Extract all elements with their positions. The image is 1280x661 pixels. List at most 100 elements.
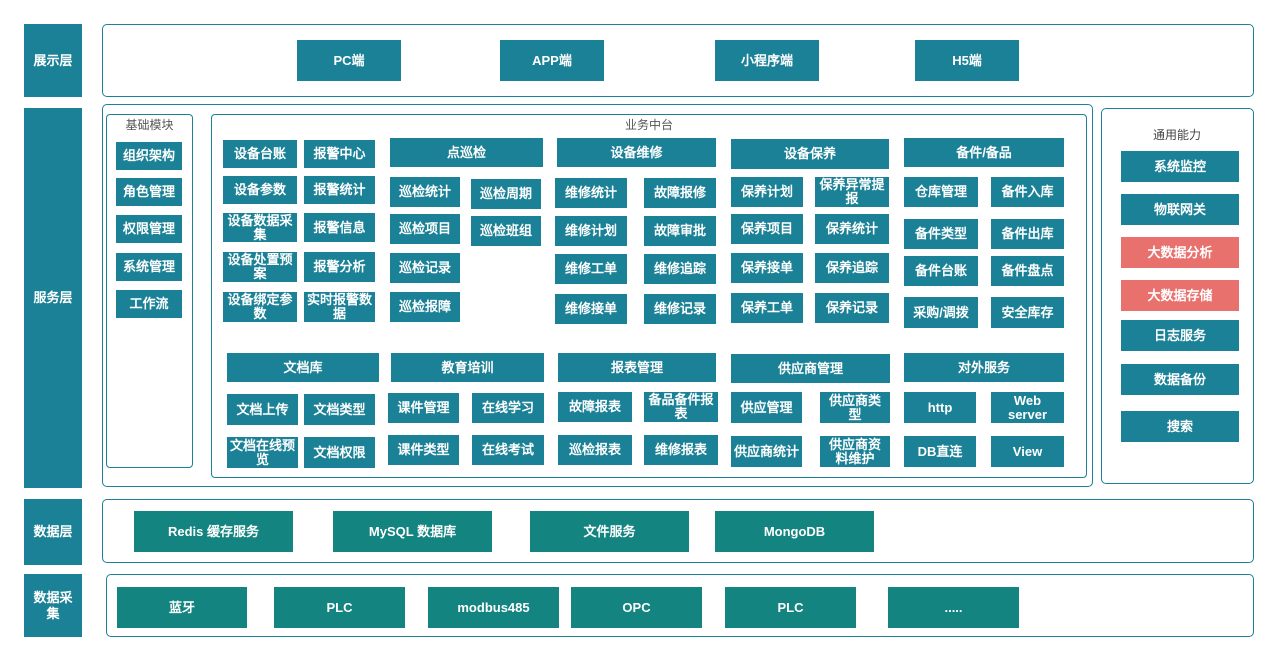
- training-item: 课件管理: [388, 393, 459, 423]
- maintenance-item: 保养统计: [815, 214, 889, 244]
- base-module-panel: 基础模块 组织架构 角色管理 权限管理 系统管理 工作流: [106, 114, 193, 468]
- spares-item: 备件出库: [991, 219, 1064, 249]
- maintenance-header: 设备保养: [731, 139, 889, 169]
- collection-panel: 蓝牙 PLC modbus485 OPC PLC .....: [106, 574, 1254, 637]
- data-item: MongoDB: [715, 511, 874, 552]
- common-item: 日志服务: [1121, 320, 1239, 351]
- reports-item: 巡检报表: [558, 435, 632, 465]
- spares-header: 备件/备品: [904, 138, 1064, 167]
- suppliers-header: 供应商管理: [731, 354, 890, 383]
- reports-item: 故障报表: [558, 392, 632, 422]
- business-item: 报警统计: [304, 176, 375, 204]
- common-item: 物联网关: [1121, 194, 1239, 225]
- training-item: 在线考试: [472, 435, 544, 465]
- repair-item: 维修追踪: [644, 254, 716, 284]
- business-item: 报警分析: [304, 252, 375, 282]
- business-item: 设备绑定参数: [223, 292, 297, 322]
- suppliers-item: 供应管理: [731, 392, 802, 423]
- business-item: 设备处置预案: [223, 252, 297, 282]
- collection-item: 蓝牙: [117, 587, 247, 628]
- repair-item: 维修统计: [555, 178, 627, 208]
- training-header: 教育培训: [391, 353, 544, 382]
- business-title: 业务中台: [624, 118, 673, 132]
- data-item: 文件服务: [530, 511, 689, 552]
- base-module-item: 组织架构: [116, 142, 182, 170]
- data-item: MySQL 数据库: [333, 511, 492, 552]
- base-module-item: 工作流: [116, 290, 182, 318]
- base-module-title: 基础模块: [125, 118, 174, 132]
- presentation-item: H5端: [915, 40, 1019, 81]
- suppliers-item: 供应商资料维护: [820, 436, 890, 467]
- docs-item: 文档类型: [304, 394, 375, 425]
- spares-item: 备件类型: [904, 219, 978, 249]
- repair-item: 维修工单: [555, 254, 627, 284]
- external-item: Web server: [991, 392, 1064, 423]
- business-item: 设备数据采集: [223, 213, 297, 242]
- repair-item: 维修计划: [555, 216, 627, 246]
- spares-item: 采购/调拨: [904, 297, 978, 328]
- reports-item: 备品备件报表: [644, 392, 718, 422]
- spares-item: 备件入库: [991, 177, 1064, 207]
- presentation-panel: PC端 APP端 小程序端 H5端: [102, 24, 1254, 97]
- common-item: 系统监控: [1121, 151, 1239, 182]
- external-item: http: [904, 392, 976, 423]
- maintenance-item: 保养接单: [731, 253, 803, 283]
- inspection-header: 点巡检: [390, 138, 543, 167]
- common-item: 数据备份: [1121, 364, 1239, 395]
- common-item: 搜索: [1121, 411, 1239, 442]
- maintenance-item: 保养工单: [731, 293, 803, 323]
- spares-item: 安全库存: [991, 297, 1064, 328]
- presentation-item: 小程序端: [715, 40, 819, 81]
- maintenance-item: 保养异常提报: [815, 177, 889, 207]
- docs-header: 文档库: [227, 353, 379, 382]
- training-item: 在线学习: [472, 393, 544, 423]
- reports-item: 维修报表: [644, 435, 718, 465]
- suppliers-item: 供应商类型: [820, 392, 890, 423]
- maintenance-item: 保养项目: [731, 214, 803, 244]
- business-item: 设备参数: [223, 176, 297, 204]
- inspection-item: 巡检周期: [471, 179, 541, 209]
- common-panel: 通用能力 系统监控 物联网关 大数据分析 大数据存储 日志服务 数据备份 搜索: [1101, 108, 1254, 484]
- inspection-item: 巡检记录: [390, 253, 460, 283]
- business-item: 报警中心: [304, 140, 375, 168]
- base-module-item: 系统管理: [116, 253, 182, 281]
- business-item: 报警信息: [304, 213, 375, 242]
- common-item-highlight: 大数据分析: [1121, 237, 1239, 268]
- collection-item: PLC: [725, 587, 856, 628]
- data-panel: Redis 缓存服务 MySQL 数据库 文件服务 MongoDB: [102, 499, 1254, 563]
- data-item: Redis 缓存服务: [134, 511, 293, 552]
- inspection-item: 巡检项目: [390, 214, 460, 244]
- collection-item: OPC: [571, 587, 702, 628]
- repair-item: 维修接单: [555, 294, 627, 324]
- repair-item: 故障审批: [644, 216, 716, 246]
- repair-header: 设备维修: [557, 138, 716, 167]
- inspection-item: 巡检统计: [390, 177, 460, 207]
- business-item: 实时报警数据: [304, 292, 375, 322]
- external-item: DB直连: [904, 436, 976, 467]
- maintenance-item: 保养追踪: [815, 253, 889, 283]
- presentation-item: APP端: [500, 40, 604, 81]
- inspection-item: 巡检班组: [471, 216, 541, 246]
- maintenance-item: 保养记录: [815, 293, 889, 323]
- inspection-item: 巡检报障: [390, 292, 460, 322]
- training-item: 课件类型: [388, 435, 459, 465]
- external-item: View: [991, 436, 1064, 467]
- repair-item: 故障报修: [644, 178, 716, 208]
- spares-item: 备件台账: [904, 256, 978, 286]
- collection-item: modbus485: [428, 587, 559, 628]
- common-title: 通用能力: [1152, 128, 1201, 142]
- common-item-highlight: 大数据存储: [1121, 280, 1239, 311]
- layer-label-presentation: 展示层: [24, 24, 82, 97]
- maintenance-item: 保养计划: [731, 177, 803, 207]
- layer-label-service: 服务层: [24, 108, 82, 488]
- business-item: 设备台账: [223, 140, 297, 168]
- collection-item: .....: [888, 587, 1019, 628]
- base-module-item: 角色管理: [116, 178, 182, 206]
- base-module-item: 权限管理: [116, 215, 182, 243]
- suppliers-item: 供应商统计: [731, 436, 802, 467]
- reports-header: 报表管理: [558, 353, 716, 382]
- docs-item: 文档上传: [227, 394, 298, 425]
- spares-item: 备件盘点: [991, 256, 1064, 286]
- collection-item: PLC: [274, 587, 405, 628]
- repair-item: 维修记录: [644, 294, 716, 324]
